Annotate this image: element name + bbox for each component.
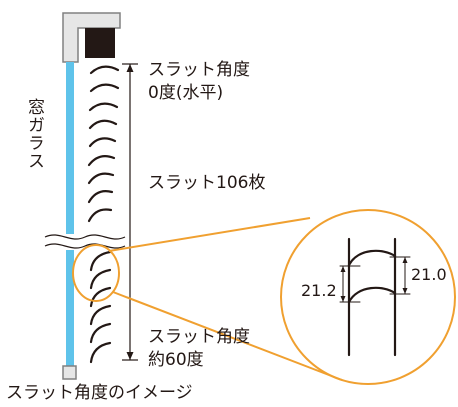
slat xyxy=(89,83,120,93)
slat xyxy=(87,208,113,223)
upper-slats xyxy=(87,65,120,223)
slat xyxy=(89,65,120,75)
lower-slats xyxy=(89,250,112,364)
zoom-detail-circle xyxy=(280,209,456,385)
slat-stack-dimension xyxy=(122,63,138,361)
zoom-slat-lower xyxy=(347,286,397,304)
break-line-lower xyxy=(44,243,126,249)
window-glass-lower xyxy=(66,250,74,366)
slat-angle-top-value: 0度(水平) xyxy=(148,83,224,103)
zoom-detail xyxy=(339,237,411,357)
slat xyxy=(88,137,117,148)
window-frame-bottom xyxy=(62,365,77,380)
slat xyxy=(89,341,112,364)
zoom-callout xyxy=(72,209,456,385)
zoom-source-circle xyxy=(72,244,120,302)
slat xyxy=(87,155,116,167)
slat xyxy=(88,102,119,112)
slat xyxy=(89,322,112,344)
slat-count-label: スラット106枚 xyxy=(148,173,266,193)
slat xyxy=(89,286,112,308)
slat-angle-bottom-label: スラット角度 xyxy=(148,327,250,347)
dimension-right-label: 21.0 xyxy=(411,265,447,284)
zoom-slat-upper xyxy=(347,249,397,267)
slat xyxy=(89,250,112,272)
slat xyxy=(88,119,118,130)
break-line-upper xyxy=(44,234,126,240)
dimension-left-label: 21.2 xyxy=(301,281,337,300)
slat xyxy=(89,268,112,290)
headrail xyxy=(85,28,115,58)
slat xyxy=(89,304,112,326)
slat-angle-bottom-value: 約60度 xyxy=(148,350,204,370)
window-glass-label: 窓ガラス xyxy=(24,98,44,170)
slat xyxy=(87,172,115,185)
diagram-caption: スラット角度のイメージ xyxy=(6,383,193,403)
window-frame xyxy=(62,12,121,63)
slat-angle-top-label: スラット角度 xyxy=(148,60,250,80)
window-glass-upper xyxy=(66,62,74,234)
slat xyxy=(87,190,114,204)
